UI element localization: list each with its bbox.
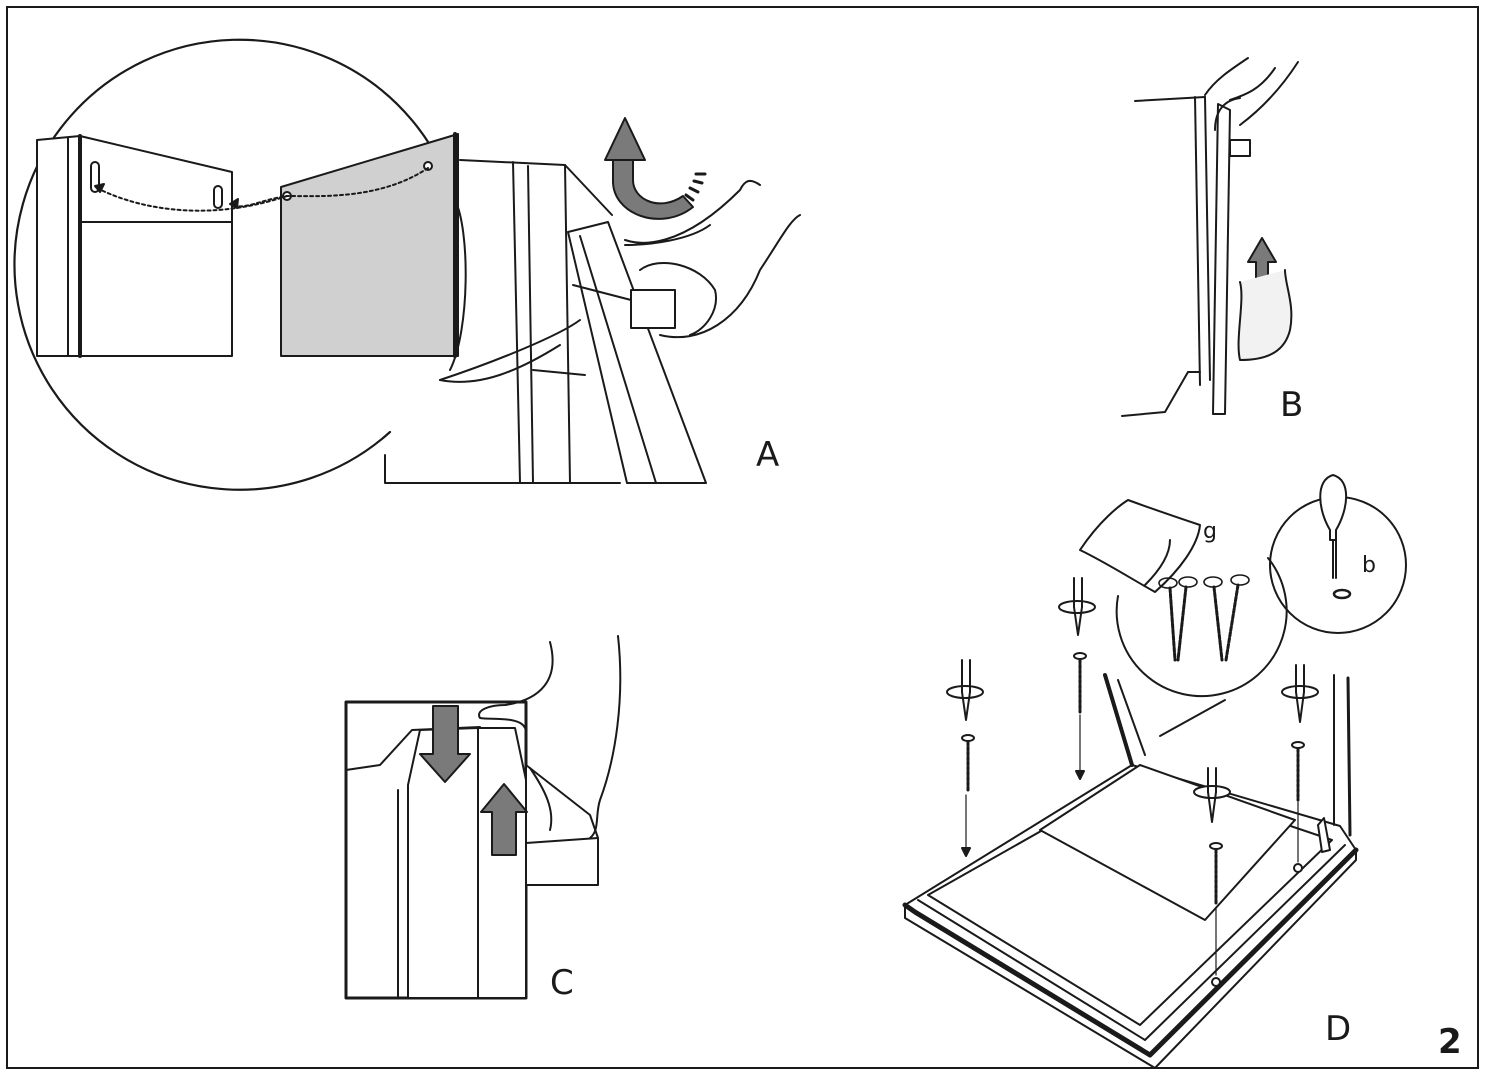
panel-d-screw-1 bbox=[946, 659, 984, 857]
panel-a-magnifier-circle bbox=[13, 38, 457, 491]
panel-a-illustration bbox=[13, 38, 801, 491]
panel-d-screw-2 bbox=[1058, 577, 1096, 780]
panel-b-foot bbox=[1237, 269, 1293, 361]
panel-d-screw-4 bbox=[1281, 664, 1319, 873]
panel-d-screw-3 bbox=[1193, 767, 1231, 987]
page-frame bbox=[6, 6, 1479, 1069]
part-b-label: b bbox=[1362, 553, 1376, 578]
panel-a-label: A bbox=[756, 435, 780, 475]
panel-c-hand bbox=[478, 635, 622, 839]
panel-c-down-arrow bbox=[419, 705, 471, 783]
panel-d-label: D bbox=[1325, 1009, 1352, 1049]
panel-a-dishwasher bbox=[384, 159, 707, 484]
screwdriver bbox=[1319, 474, 1348, 541]
panel-d-detail-screws bbox=[1079, 499, 1288, 698]
panel-b-door bbox=[1212, 103, 1231, 415]
screw-bag bbox=[1079, 499, 1201, 593]
panel-d-illustration bbox=[902, 474, 1407, 1069]
panel-a-rotate-arrow bbox=[611, 159, 694, 220]
panel-a-hand bbox=[624, 179, 801, 339]
panel-b-illustration bbox=[1121, 57, 1299, 417]
panel-c-label: C bbox=[550, 963, 574, 1003]
panel-c-illustration bbox=[344, 635, 622, 1000]
panel-c-up-arrow bbox=[480, 783, 528, 856]
panel-c-door-right bbox=[477, 727, 527, 999]
panel-a-cabinet-edge bbox=[36, 134, 233, 358]
panel-a-hook-path bbox=[231, 167, 429, 208]
page-number: 2 bbox=[1438, 1022, 1462, 1062]
panel-d-detail-screwdriver bbox=[1269, 474, 1407, 634]
panel-a-door-panel bbox=[280, 133, 459, 357]
panel-b-hands bbox=[1204, 57, 1299, 131]
part-g-label: g bbox=[1203, 519, 1217, 544]
panel-b-label: B bbox=[1280, 385, 1304, 425]
